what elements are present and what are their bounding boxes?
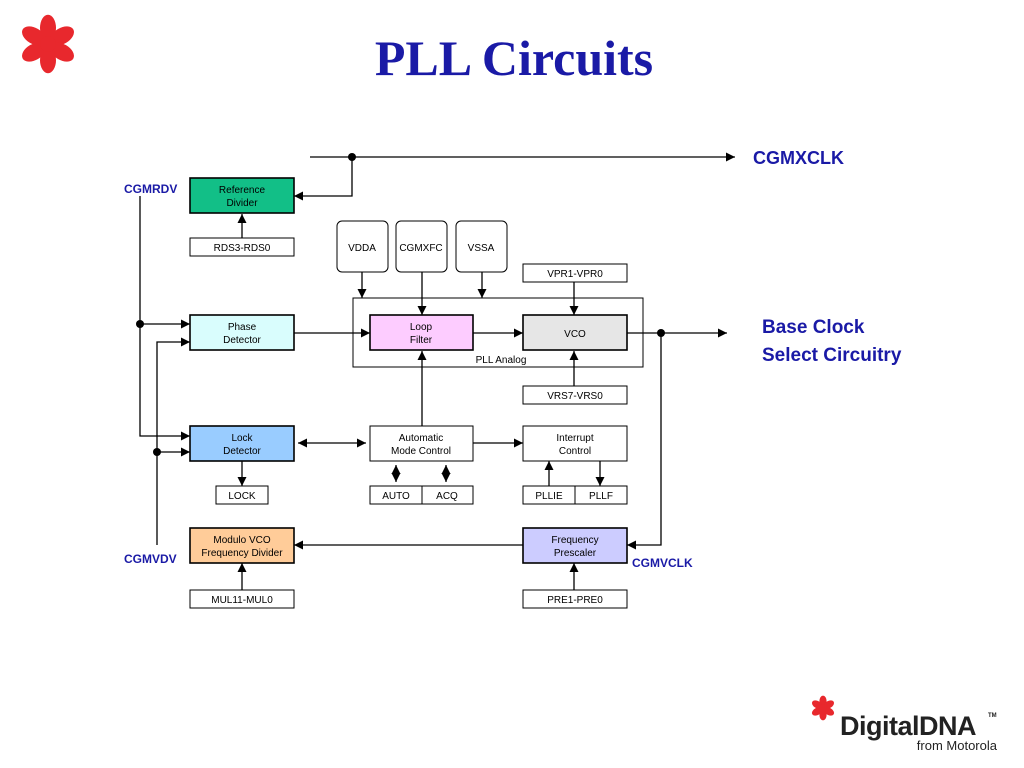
modulo-divider-line2: Frequency Divider	[201, 548, 283, 559]
pll-analog-label: PLL Analog	[476, 355, 527, 366]
logo-hub	[40, 36, 56, 52]
reference-divider-block: Reference Divider	[189, 177, 295, 214]
register-vrs-label: VRS7-VRS0	[547, 391, 603, 402]
register-auto-label: AUTO	[382, 491, 410, 502]
register-mul-label: MUL11-MUL0	[211, 595, 273, 606]
reference-divider-line1: Reference	[219, 185, 266, 196]
logo-petal	[811, 707, 823, 716]
signal-cgmvclk: CGMVCLK	[632, 556, 693, 570]
frequency-prescaler-block: Frequency Prescaler	[522, 527, 628, 564]
signal-base-clock-line1: Base Clock	[762, 317, 865, 338]
svg-text:DigitalDNA: DigitalDNA	[840, 711, 976, 741]
loop-filter-line1: Loop	[410, 322, 433, 333]
mode-control-line2: Mode Control	[391, 446, 451, 457]
pin-vdda-label: VDDA	[348, 243, 376, 254]
brand-asterisk-icon	[811, 695, 835, 721]
interrupt-control-line1: Interrupt	[556, 433, 593, 444]
digitaldna-logo: DigitalDNA TM from Motorola	[811, 695, 998, 753]
register-mul: MUL11-MUL0	[189, 589, 295, 609]
pin-vssa-label: VSSA	[468, 243, 495, 254]
interrupt-control-line2: Control	[559, 446, 591, 457]
mode-control-block: Automatic Mode Control	[369, 425, 474, 462]
register-pre: PRE1-PRE0	[522, 589, 628, 609]
modulo-divider-line1: Modulo VCO	[213, 535, 270, 546]
connection-wires	[139, 152, 735, 590]
asterisk-logo-icon	[22, 14, 74, 74]
logo-petal	[22, 26, 46, 46]
logo-petal	[823, 700, 835, 709]
pin-cgmxfc: CGMXFC	[395, 220, 448, 273]
loop-filter-block: Loop Filter	[369, 314, 474, 351]
register-lock: LOCK	[215, 485, 269, 505]
logo-petal	[22, 42, 46, 62]
phase-detector-block: Phase Detector	[189, 314, 295, 351]
page-title: PLL Circuits	[375, 30, 653, 86]
signal-base-clock-line2: Select Circuitry	[762, 345, 902, 366]
pin-vssa: VSSA	[455, 220, 508, 273]
register-lock-label: LOCK	[228, 491, 256, 502]
register-pllf-label: PLLF	[589, 491, 613, 502]
logo-trademark: TM	[988, 713, 997, 719]
pll-analog-region	[352, 297, 644, 368]
register-vpr-label: VPR1-VPR0	[547, 269, 603, 280]
register-pllie-pllf: PLLIE PLLF	[522, 485, 628, 505]
phase-detector-line1: Phase	[228, 322, 257, 333]
lock-detector-line1: Lock	[231, 433, 253, 444]
logo-word-digital: Digital	[840, 711, 919, 741]
register-rds-label: RDS3-RDS0	[214, 243, 271, 254]
interrupt-control-block: Interrupt Control	[522, 425, 628, 462]
register-auto-acq: AUTO ACQ	[369, 485, 474, 505]
logo-tagline: from Motorola	[917, 738, 998, 753]
register-pre-label: PRE1-PRE0	[547, 595, 603, 606]
phase-detector-line2: Detector	[223, 335, 261, 346]
modulo-vco-divider-block: Modulo VCO Frequency Divider	[189, 527, 295, 564]
register-vrs: VRS7-VRS0	[522, 385, 628, 405]
register-acq-label: ACQ	[436, 491, 458, 502]
logo-petal	[40, 14, 56, 41]
lock-detector-block: Lock Detector	[189, 425, 295, 462]
signal-cgmrdv: CGMRDV	[124, 182, 177, 196]
prescaler-line1: Frequency	[551, 535, 598, 546]
loop-filter-line2: Filter	[410, 335, 433, 346]
logo-petal	[50, 42, 74, 62]
logo-hub	[819, 704, 827, 712]
signal-cgmxclk: CGMXCLK	[753, 148, 844, 168]
mode-control-line1: Automatic	[399, 433, 443, 444]
pin-vdda: VDDA	[336, 220, 389, 273]
prescaler-line2: Prescaler	[554, 548, 597, 559]
register-pllie-label: PLLIE	[535, 491, 563, 502]
logo-petal	[50, 26, 74, 46]
lock-detector-line2: Detector	[223, 446, 261, 457]
register-rds: RDS3-RDS0	[189, 237, 295, 257]
vco-block: VCO	[522, 314, 628, 351]
register-vpr: VPR1-VPR0	[522, 263, 628, 283]
signal-cgmvdv: CGMVDV	[124, 552, 177, 566]
pin-cgmxfc-label: CGMXFC	[399, 243, 442, 254]
logo-petal	[40, 47, 56, 74]
vco-label: VCO	[564, 329, 586, 340]
logo-petal	[811, 700, 823, 709]
reference-divider-line2: Divider	[226, 198, 258, 209]
junction-dots	[136, 153, 665, 456]
logo-word-dna: DNA	[919, 711, 976, 741]
